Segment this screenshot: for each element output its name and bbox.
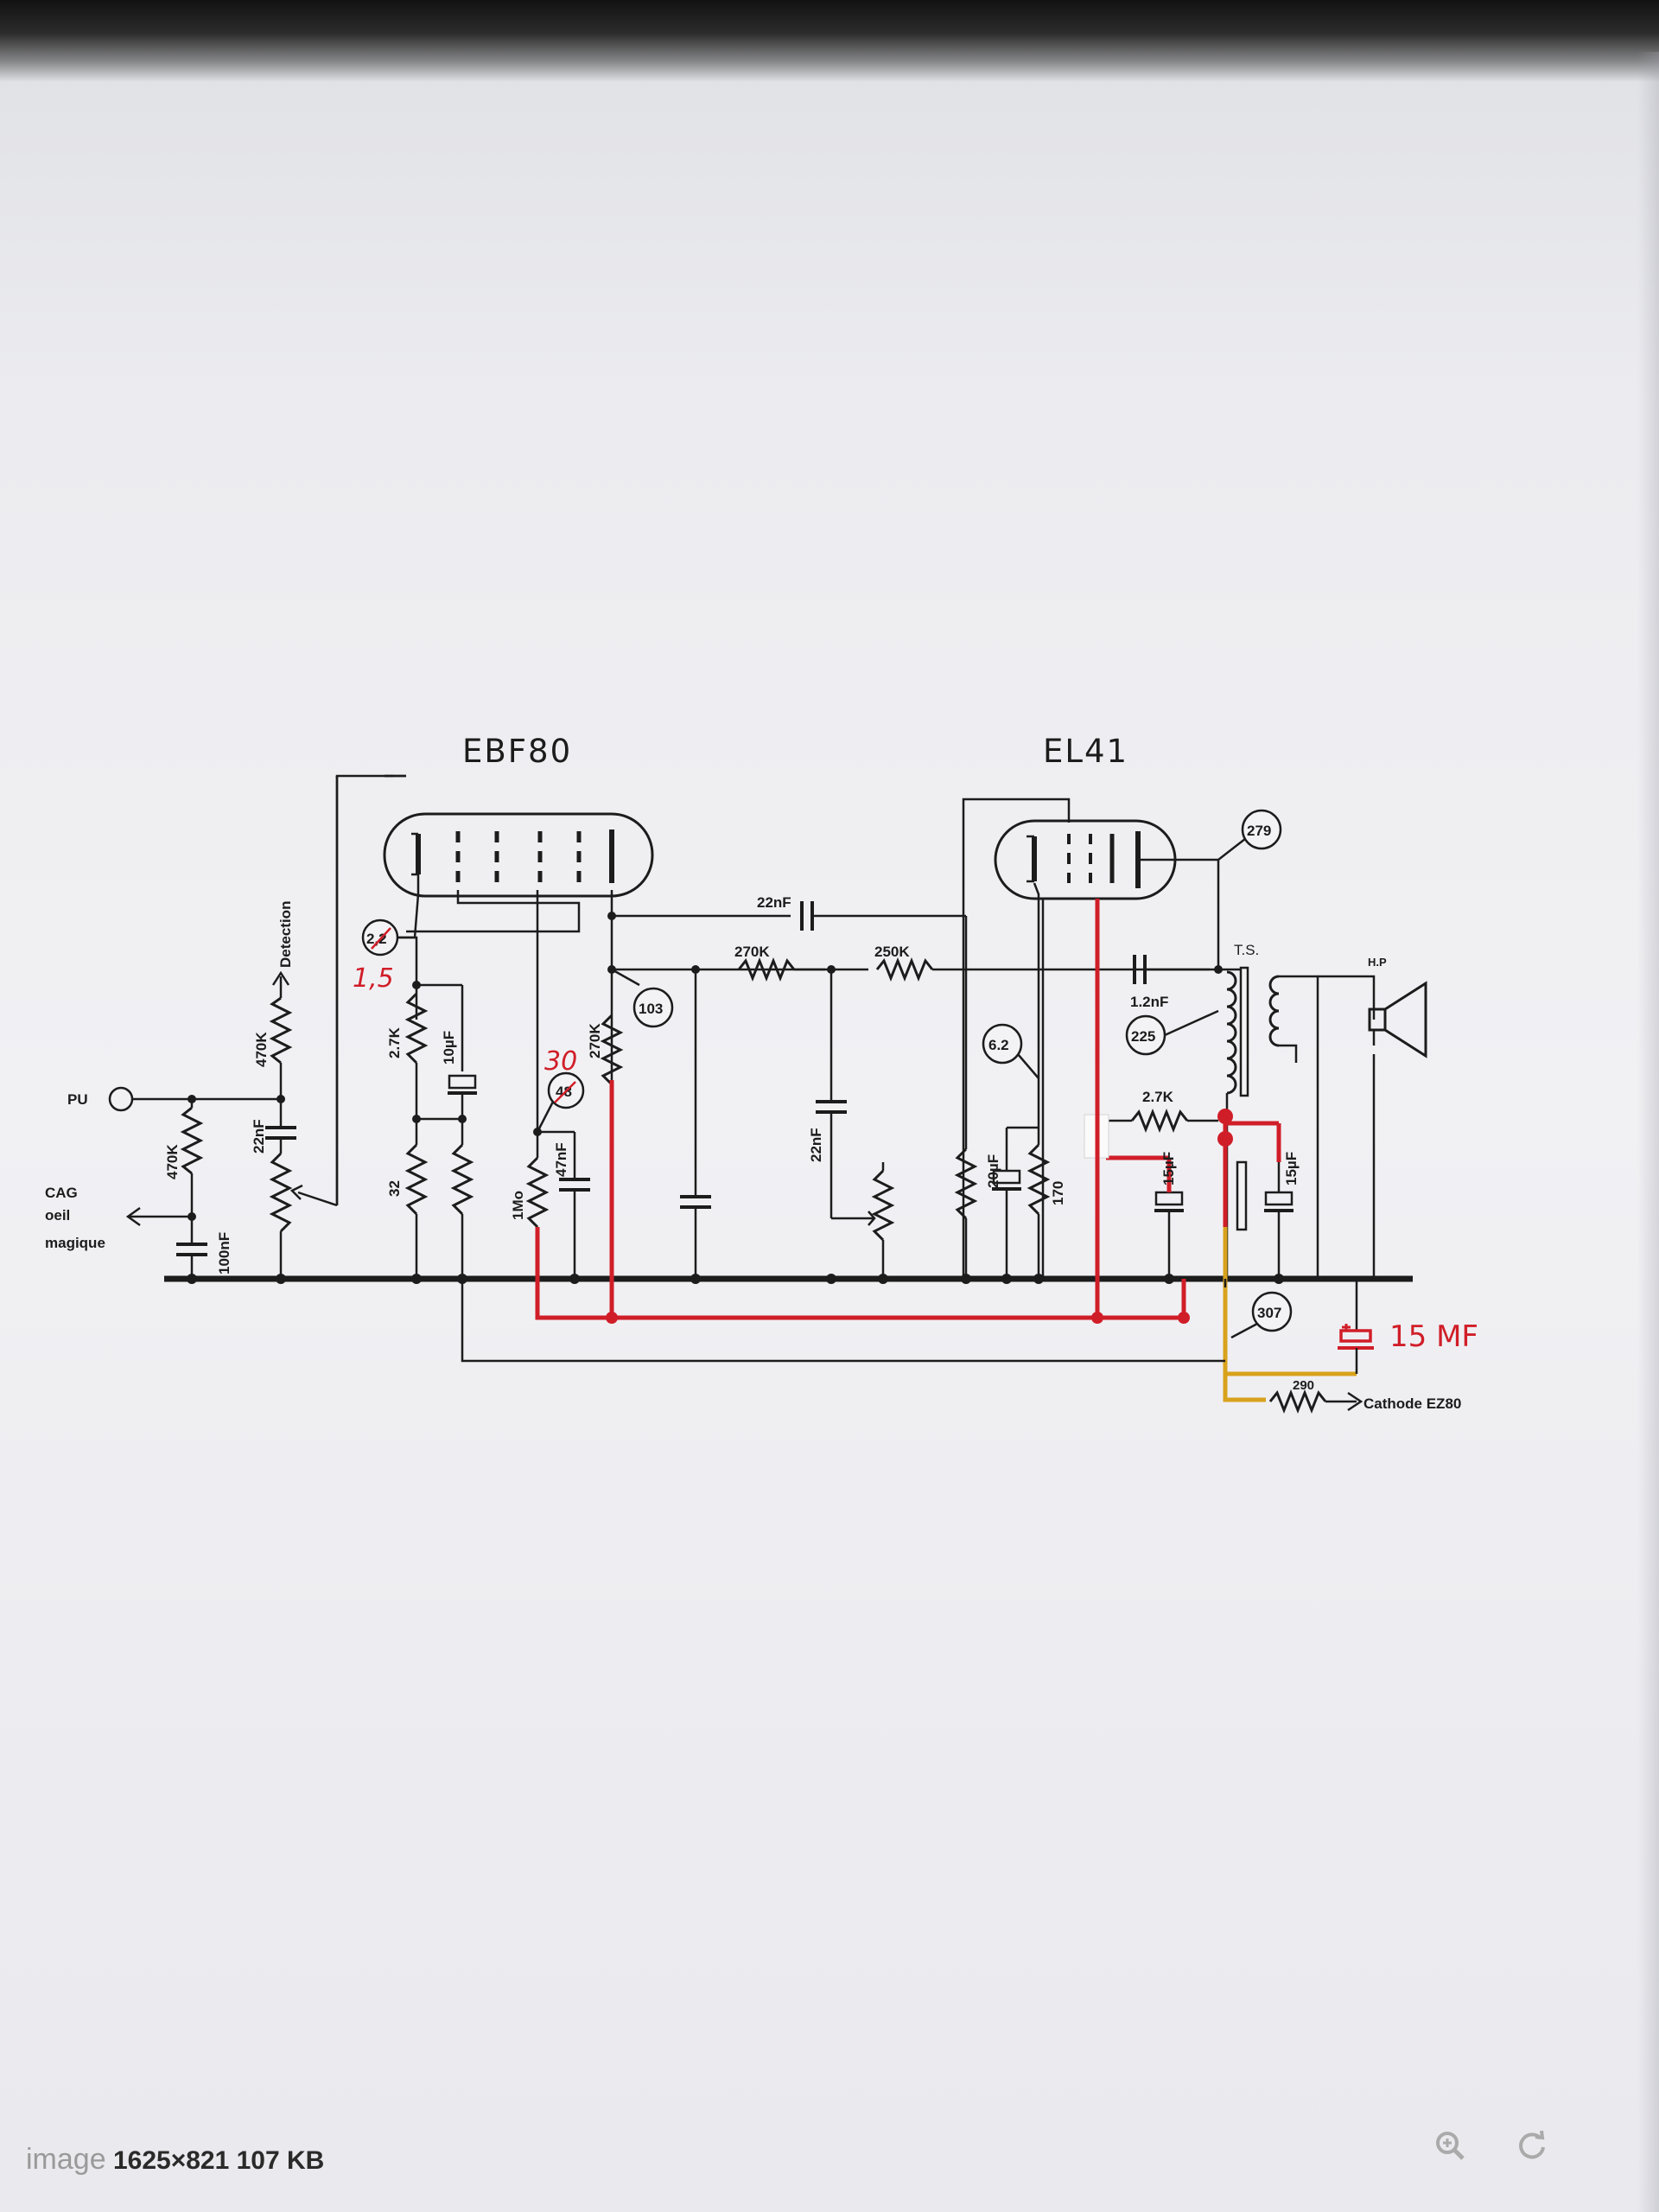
resistor-2-7k-cathode — [404, 992, 429, 1065]
voltage-307: 307 — [1257, 1305, 1281, 1321]
resistor-470k-detection-label: 470K — [253, 1032, 270, 1067]
annotation-30: 30 — [544, 1046, 577, 1077]
resistor-470k-input — [180, 1106, 204, 1175]
annotation-15mf: 15 MF — [1389, 1319, 1478, 1354]
resistor-1mo — [525, 1156, 550, 1229]
red-wire-bus — [535, 1227, 1184, 1320]
resistor-2-7k-a-label: 2.7K — [386, 1027, 403, 1058]
speaker — [1368, 1007, 1387, 1032]
output-transformer-secondary — [1268, 975, 1280, 1047]
capacitor-1-2nf-label: 1.2nF — [1130, 994, 1168, 1010]
voltage-2-2: 2,2 — [366, 931, 387, 947]
resistor-grid-el41 — [954, 1147, 978, 1220]
output-transformer-primary — [1226, 970, 1237, 1095]
resistor-2-7k-screen — [1130, 1108, 1189, 1134]
capacitor-15uf-b — [1264, 1191, 1294, 1206]
capacitor-22nf-v-label: 22nF — [808, 1128, 824, 1162]
annotation-1-5: 1,5 — [353, 963, 394, 994]
detection-label: Detection — [277, 901, 294, 968]
reload-button[interactable] — [1508, 2121, 1556, 2170]
resistor-270k-supply — [737, 957, 796, 982]
caption-info: 1625×821 107 KB — [112, 2146, 325, 2175]
ts-label: T.S. — [1234, 942, 1259, 958]
reload-icon — [1519, 2130, 1545, 2159]
resistor-1mo-label: 1Mo — [510, 1191, 526, 1220]
capacitor-20uf-label: 20µF — [985, 1154, 1001, 1188]
caption-word: image — [26, 2143, 106, 2176]
resistor-170-label: 170 — [1050, 1181, 1066, 1205]
ebf80-label: EBF80 — [462, 733, 572, 770]
voltage-279: 279 — [1247, 823, 1271, 839]
page-shadow — [0, 0, 1659, 82]
capacitor-15uf-b-label: 15µF — [1283, 1152, 1300, 1185]
resistor-290-label: 290 — [1293, 1378, 1314, 1393]
resistor-270k-h-label: 270K — [734, 944, 770, 960]
capacitor-22nf-input-label: 22nF — [251, 1119, 267, 1154]
transformer-core — [1239, 966, 1249, 1097]
cag-label-2: oeil — [45, 1207, 70, 1224]
capacitor-15uf-a — [1154, 1191, 1184, 1206]
resistor-290 — [1268, 1389, 1327, 1414]
voltage-103: 103 — [639, 1001, 663, 1017]
resistor-170 — [1027, 1143, 1051, 1216]
el41-label: EL41 — [1043, 733, 1128, 770]
hp-label: H.P — [1368, 956, 1387, 969]
pu-terminal[interactable] — [108, 1086, 134, 1112]
capacitor-10uf — [448, 1074, 477, 1090]
image-caption: image 1625×821 107 KB — [26, 2143, 324, 2177]
capacitor-15uf-a-label: 15µF — [1160, 1152, 1177, 1185]
choke — [1236, 1160, 1248, 1231]
magnifier-icon — [1436, 2132, 1465, 2160]
resistor-270k-plate — [600, 1014, 624, 1086]
cathode-label: Cathode EZ80 — [1363, 1395, 1461, 1412]
pu-label: PU — [67, 1091, 88, 1108]
volume-potentiometer — [269, 1152, 293, 1233]
voltage-225: 225 — [1131, 1028, 1155, 1045]
resistor-32-label: 32 — [386, 1180, 403, 1197]
resistor-270k-v-label: 270K — [587, 1023, 603, 1058]
resistor-250k — [875, 957, 934, 982]
resistor-250k-label: 250K — [874, 944, 910, 960]
capacitor-20uf — [992, 1169, 1021, 1185]
capacitor-15mf-added — [1339, 1329, 1372, 1343]
bottom-return-wire — [461, 1279, 1225, 1363]
capacitor-22nf-top-label: 22nF — [757, 894, 791, 911]
paper-edge — [1637, 52, 1659, 2212]
voltage-6-2: 6.2 — [988, 1037, 1009, 1053]
capacitor-47nf-label: 47nF — [553, 1142, 569, 1177]
capacitor-100nf-label: 100nF — [216, 1232, 232, 1274]
tone-potentiometer — [871, 1169, 895, 1242]
cag-label-1: CAG — [45, 1185, 78, 1201]
cag-label-3: magique — [45, 1235, 105, 1251]
zoom-button[interactable] — [1426, 2121, 1474, 2170]
capacitor-10uf-label: 10µF — [441, 1031, 457, 1065]
ebf80-tube — [383, 812, 654, 898]
resistor-32 — [404, 1143, 429, 1216]
resistor-470k-input-label: 470K — [164, 1144, 181, 1179]
resistor-2-7k-b-label: 2.7K — [1142, 1089, 1174, 1105]
voltage-48: 48 — [556, 1084, 572, 1100]
resistor-470k-detection — [269, 996, 293, 1065]
